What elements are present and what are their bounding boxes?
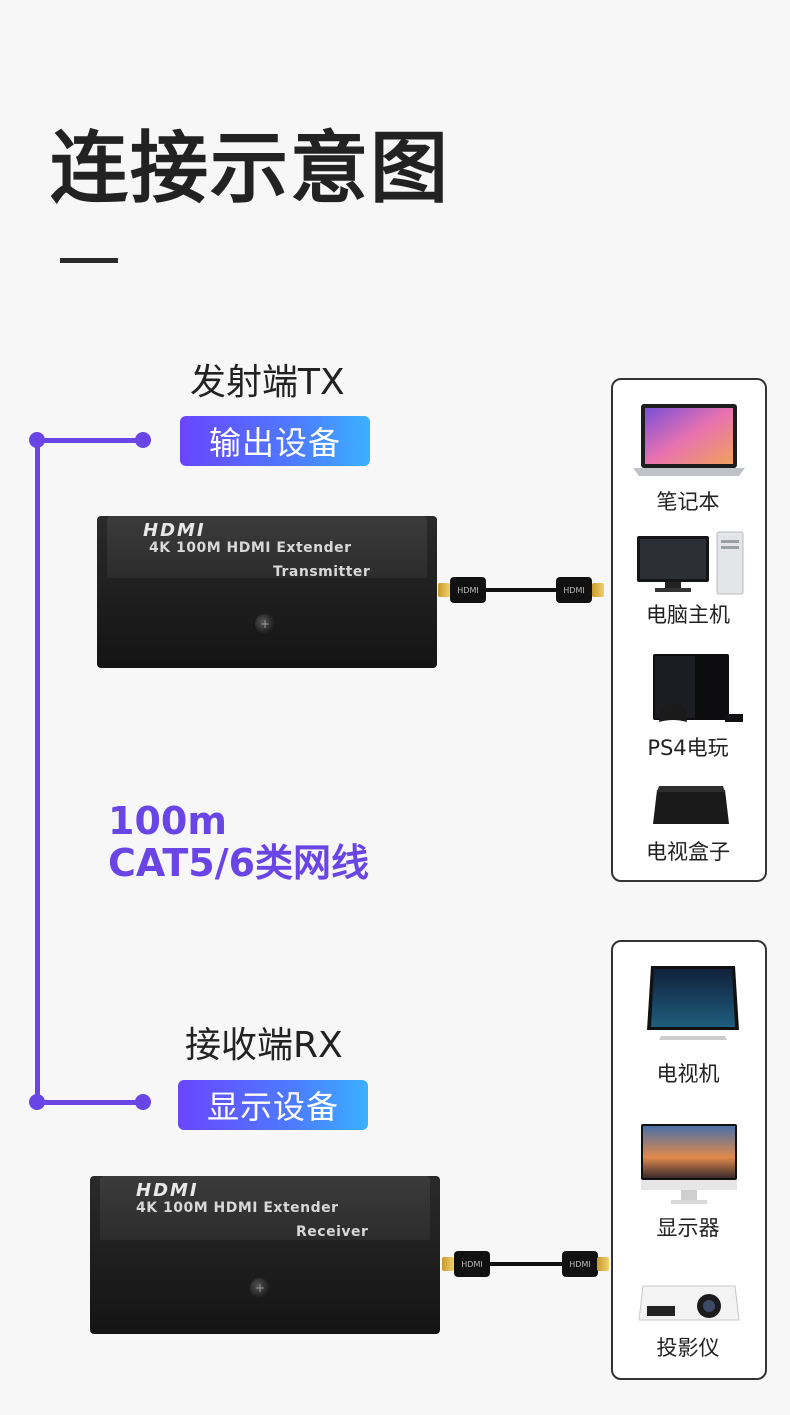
hdmi-logo: HDMI (136, 1180, 199, 1201)
receiver-label: 接收端RX (185, 1025, 343, 1066)
transmitter-label: 发射端TX (190, 362, 345, 403)
device-model-text: 4K 100M HDMI Extender (149, 540, 352, 556)
hdmi-plug-tip (597, 1257, 609, 1271)
device-label: PS4电玩 (647, 736, 729, 760)
hdmi-plug: HDMI (556, 577, 592, 603)
connector-line-top (35, 438, 145, 443)
hdmi-plug-tip (438, 583, 450, 597)
source-devices-panel: 笔记本 电脑主机 PS4电玩 电视盒子 (611, 378, 767, 882)
hdmi-plug: HDMI (450, 577, 486, 603)
display-device-badge: 显示设备 (178, 1080, 368, 1130)
screw-icon: + (250, 1278, 270, 1298)
output-device-badge: 输出设备 (180, 416, 370, 466)
tv-box-icon (653, 786, 729, 824)
connector-line-vertical (35, 438, 40, 1104)
laptop-icon (633, 404, 745, 476)
monitor-icon (641, 1124, 737, 1204)
cable-type: CAT5/6类网线 (108, 841, 370, 885)
hdmi-cable (489, 1262, 563, 1266)
projector-icon (638, 1285, 740, 1321)
device-label: 笔记本 (656, 490, 720, 514)
connector-dot (135, 1094, 151, 1110)
hdmi-logo: HDMI (143, 520, 206, 541)
hdmi-plug: HDMI (454, 1251, 490, 1277)
display-devices-panel: 电视机 显示器 投影仪 (611, 940, 767, 1380)
device-label: 电脑主机 (646, 603, 730, 627)
transmitter-device: HDMI 4K 100M HDMI Extender Transmitter + (97, 516, 437, 668)
device-label: 电视机 (656, 1062, 720, 1086)
device-label: 电视盒子 (646, 840, 730, 864)
hdmi-plug: HDMI (562, 1251, 598, 1277)
connector-line-bottom (35, 1100, 145, 1105)
game-console-icon (653, 654, 743, 722)
tv-icon (647, 966, 739, 1040)
desktop-pc-icon (637, 531, 744, 595)
hdmi-plug-tip (442, 1257, 454, 1271)
screw-icon: + (255, 614, 275, 634)
hdmi-plug-tip (592, 583, 604, 597)
title-underline (60, 258, 118, 263)
device-label: 显示器 (656, 1216, 720, 1240)
device-top-face (107, 516, 427, 578)
device-role-text: Transmitter (273, 564, 371, 580)
receiver-device: HDMI 4K 100M HDMI Extender Receiver + (90, 1176, 440, 1334)
device-model-text: 4K 100M HDMI Extender (136, 1200, 339, 1216)
cable-distance: 100m (108, 799, 227, 843)
device-role-text: Receiver (296, 1224, 369, 1240)
connector-dot (29, 1094, 45, 1110)
connector-dot (135, 432, 151, 448)
connector-dot (29, 432, 45, 448)
device-top-face (100, 1176, 430, 1240)
hdmi-cable (485, 588, 557, 592)
page-title: 连接示意图 (50, 124, 451, 214)
device-label: 投影仪 (656, 1336, 720, 1360)
